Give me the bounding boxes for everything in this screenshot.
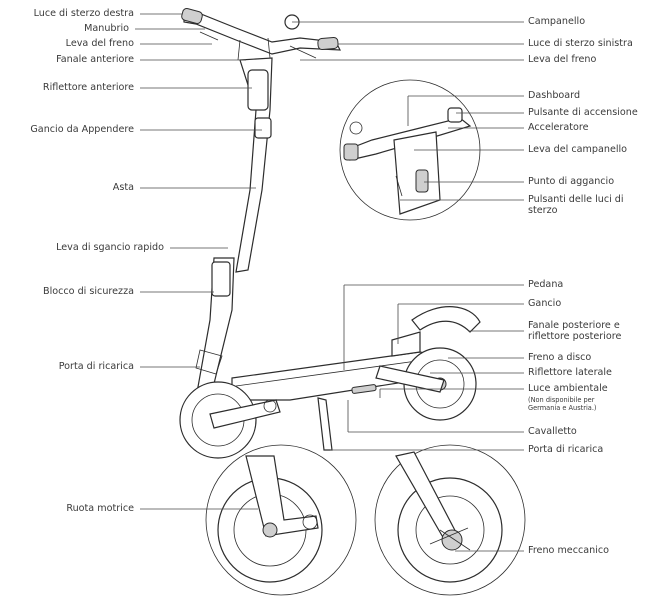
label-fanale-anteriore: Fanale anteriore	[56, 54, 134, 65]
label-gancio: Gancio	[528, 298, 562, 309]
drive-wheel-detail-circle	[205, 444, 357, 596]
label-luce-ambientale: Luce ambientale	[528, 383, 608, 394]
label-punto-di-aggancio: Punto di aggancio	[528, 176, 615, 187]
label-dashboard: Dashboard	[528, 90, 581, 101]
label-leva-di-sgancio-rapido: Leva di sgancio rapido	[56, 242, 164, 253]
label-freno-a-disco: Freno a disco	[528, 352, 592, 363]
label-cavalletto: Cavalletto	[528, 426, 577, 437]
label-fanale-posteriore-line1: Fanale posteriore e	[528, 320, 620, 331]
note-line1: (Non disponibile per	[528, 396, 595, 404]
leader-lines-left	[135, 13, 262, 510]
front-wheel	[179, 381, 281, 459]
label-campanello: Campanello	[528, 16, 586, 27]
leader-lines-right	[292, 21, 524, 552]
stem	[235, 37, 273, 273]
label-riflettore-laterale: Riflettore laterale	[528, 367, 612, 378]
label-asta: Asta	[112, 182, 134, 193]
label-ruota-motrice: Ruota motrice	[66, 503, 134, 514]
label-riflettore-anteriore: Riflettore anteriore	[42, 82, 134, 93]
rear-wheel	[375, 306, 481, 421]
label-freno-meccanico: Freno meccanico	[528, 545, 610, 556]
lower-stem	[195, 257, 235, 401]
label-pulsanti-luci-line2: sterzo	[528, 205, 558, 216]
label-porta-di-ricarica-right: Porta di ricarica	[528, 444, 604, 455]
label-leva-del-freno-right: Leva del freno	[528, 54, 597, 65]
label-gancio-da-appendere: Gancio da Appendere	[30, 124, 134, 135]
brake-detail-circle	[374, 444, 526, 596]
label-pulsanti-luci-line1: Pulsanti delle luci di	[528, 194, 624, 205]
label-luce-sterzo-destra: Luce di sterzo destra	[33, 8, 134, 19]
handlebar	[181, 8, 341, 59]
label-manubrio: Manubrio	[84, 23, 129, 34]
note-line2: Germania e Austria.)	[528, 404, 597, 412]
label-pedana: Pedana	[528, 279, 564, 290]
label-leva-del-campanello: Leva del campanello	[528, 144, 628, 155]
label-fanale-posteriore-line2: riflettore posteriore	[528, 331, 622, 342]
label-leva-del-freno-left: Leva del freno	[65, 38, 134, 49]
handlebar-detail-circle	[339, 79, 481, 221]
label-porta-di-ricarica-left: Porta di ricarica	[58, 361, 134, 372]
label-blocco-di-sicurezza: Blocco di sicurezza	[43, 286, 134, 297]
label-pulsante-di-accensione: Pulsante di accensione	[528, 107, 638, 118]
label-luce-sterzo-sinistra: Luce di sterzo sinistra	[528, 38, 633, 49]
label-acceleratore: Acceleratore	[528, 122, 589, 133]
